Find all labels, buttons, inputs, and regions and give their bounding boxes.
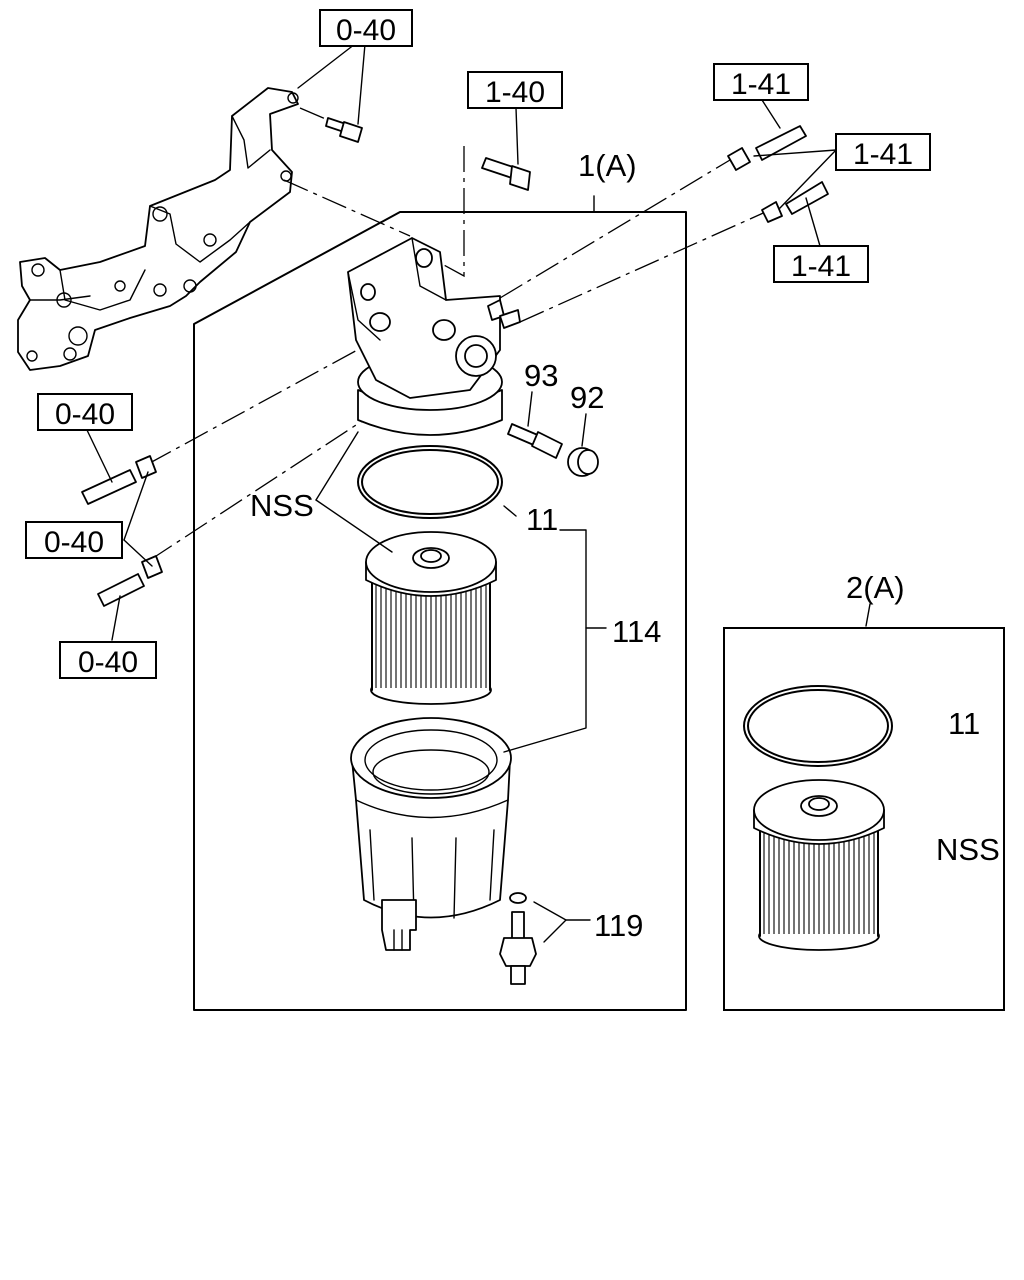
label-plug: 93 — [524, 358, 558, 393]
plug-93 — [507, 423, 563, 459]
filter-element — [365, 531, 497, 705]
label-element-kit: 114 — [612, 614, 661, 649]
ref-box-0-40-left-upper: 0-40 — [37, 393, 133, 431]
svg-text:1-41: 1-41 — [791, 250, 851, 283]
ref-box-0-40-left-middle: 0-40 — [25, 521, 123, 559]
ref-box-1-41-lower: 1-41 — [773, 245, 869, 283]
label-sensor: 119 — [594, 908, 643, 943]
assembly-1-frame — [193, 195, 687, 1011]
svg-text:1-41: 1-41 — [731, 68, 791, 101]
ref-box-0-40-top: 0-40 — [319, 9, 413, 47]
filter-element-2 — [753, 779, 885, 951]
label-cap: 92 — [570, 380, 604, 415]
o-ring — [357, 445, 503, 519]
label-nss: NSS — [250, 488, 314, 523]
mount-bolt — [481, 157, 531, 191]
svg-text:1-41: 1-41 — [853, 138, 913, 171]
label-o-ring: 11 — [526, 502, 558, 537]
assembly-2-label: 2(A) — [846, 570, 905, 605]
svg-text:0-40: 0-40 — [55, 398, 115, 431]
bracket-bolt — [299, 107, 363, 143]
label-o-ring-2: 11 — [948, 706, 980, 741]
o-ring-2 — [743, 685, 893, 767]
ref-box-0-40-left-lower: 0-40 — [59, 641, 157, 679]
svg-text:0-40: 0-40 — [78, 646, 138, 679]
svg-text:0-40: 0-40 — [44, 526, 104, 559]
center-lines — [147, 146, 771, 561]
label-nss-2: NSS — [936, 832, 1000, 867]
filter-head — [347, 237, 521, 436]
assembly-1-label: 1(A) — [578, 148, 637, 183]
filter-bowl — [350, 717, 512, 951]
svg-text:0-40: 0-40 — [336, 14, 396, 47]
mounting-bracket — [17, 87, 299, 371]
sensor-119 — [499, 892, 537, 985]
cap-92 — [567, 447, 599, 477]
ref-box-1-40: 1-40 — [467, 71, 563, 109]
svg-text:1-40: 1-40 — [485, 76, 545, 109]
ref-box-1-41-right: 1-41 — [835, 133, 931, 171]
ref-box-1-41-top: 1-41 — [713, 63, 809, 101]
